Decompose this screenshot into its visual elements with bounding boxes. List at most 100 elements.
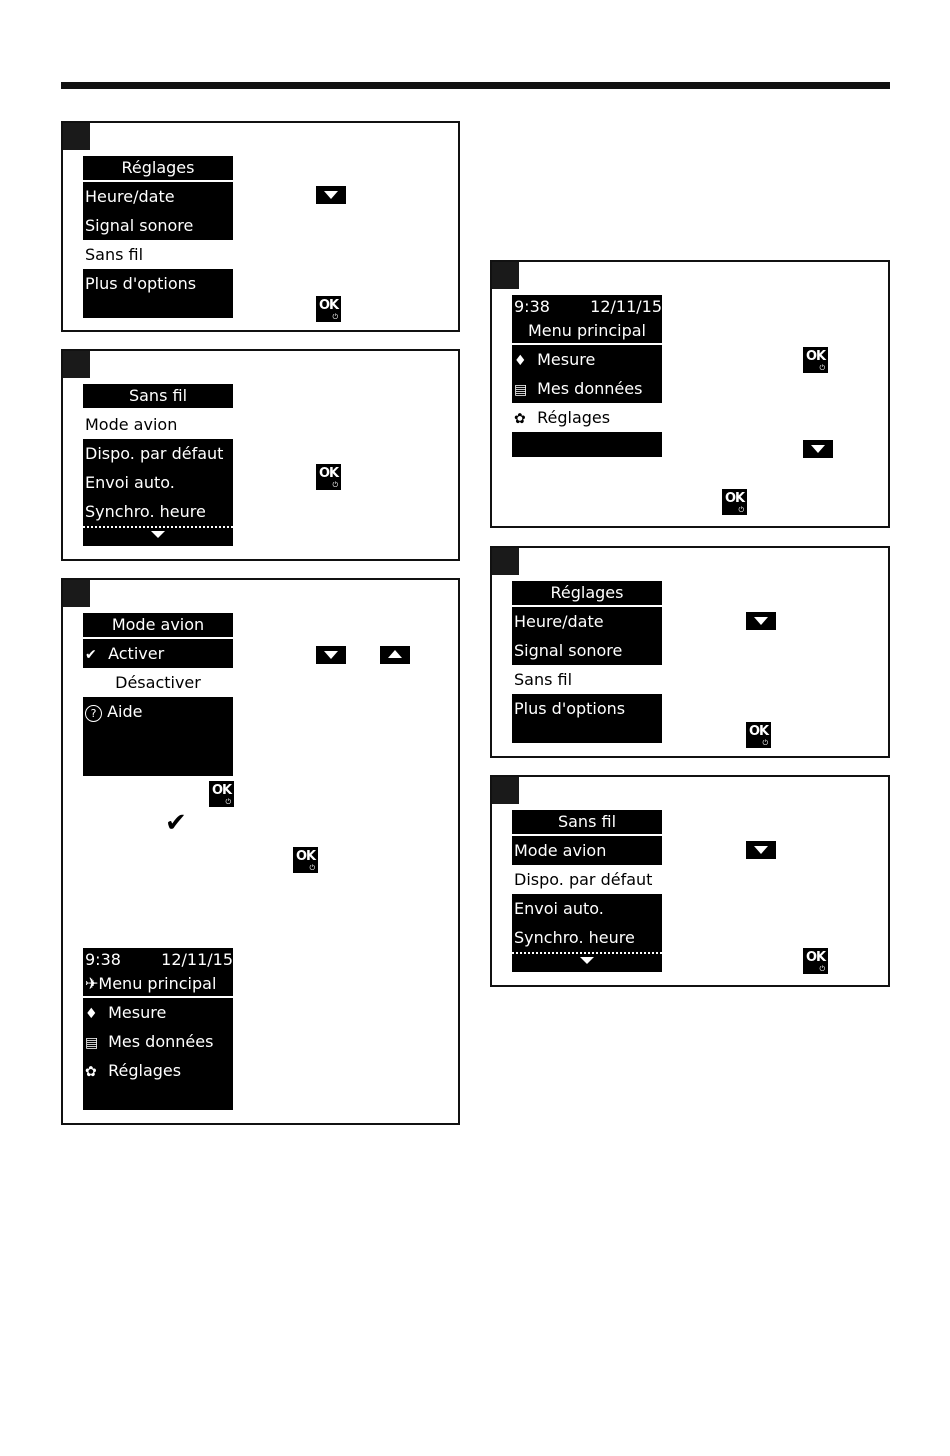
device-screen-airplane-mode: Mode avion ✔ Activer Désactiver ? Aide — [83, 613, 233, 776]
ok-button-icon: OK⏻ — [803, 347, 828, 373]
down-arrow-button-icon — [803, 440, 833, 458]
step-panel-wireless-right: Sans fil Mode avion Dispo. par défaut En… — [490, 775, 890, 987]
clock-date: 12/11/15 — [161, 950, 233, 969]
menu-item-auto-send: Envoi auto. — [514, 899, 604, 918]
ok-button-icon: OK⏻ — [316, 464, 341, 490]
more-items-indicator — [512, 952, 662, 970]
option-activate-label: Activer — [108, 644, 165, 663]
clock-time: 9:38 — [514, 297, 550, 316]
header-rule — [61, 82, 890, 89]
menu-item-wireless-selected: Sans fil — [83, 240, 233, 269]
ok-label: OK — [211, 783, 232, 798]
ok-button-icon: OK⏻ — [746, 722, 771, 748]
option-help: ? Aide — [83, 697, 233, 726]
ok-label: OK — [295, 849, 316, 864]
option-activate: ✔ Activer — [83, 639, 233, 668]
screen-title-text: Menu principal — [98, 974, 217, 993]
step-panel-main-menu: 9:38 12/11/15 Menu principal ♦ Mesure ▤ M… — [490, 260, 890, 528]
option-help-label: Aide — [107, 702, 143, 721]
power-icon: ⏻ — [309, 864, 315, 872]
step-number-tab — [63, 123, 90, 150]
down-arrow-button-icon — [746, 841, 776, 859]
menu-item-label: Mesure — [537, 350, 596, 369]
down-arrow-button-icon — [746, 612, 776, 630]
menu-item-time-sync: Synchro. heure — [514, 928, 635, 947]
device-screen-settings: Réglages Heure/date Signal sonore Sans f… — [83, 156, 233, 318]
menu-item-my-data: ▤ Mes données — [512, 374, 662, 403]
status-bar: 9:38 12/11/15 — [512, 295, 662, 319]
menu-item-measure: ♦ Mesure — [83, 998, 233, 1027]
data-log-icon: ▤ — [85, 1035, 99, 1051]
blood-drop-icon: ♦ — [85, 1006, 98, 1022]
menu-item-more-options: Plus d'options — [514, 699, 626, 718]
step-panel-airplane-mode: Mode avion ✔ Activer Désactiver ? Aide O… — [61, 578, 460, 1125]
power-icon: ⏻ — [819, 965, 825, 973]
menu-item-default-availability: Dispo. par défaut — [85, 444, 224, 463]
menu-item-settings: ✿ Réglages — [83, 1056, 233, 1085]
up-arrow-button-icon — [380, 646, 410, 664]
ok-label: OK — [318, 466, 339, 481]
menu-item-time-sync: Synchro. heure — [85, 502, 206, 521]
airplane-icon: ✈ — [85, 974, 99, 993]
step-number-tab — [63, 580, 90, 607]
help-icon: ? — [85, 705, 102, 722]
ok-button-icon: OK⏻ — [803, 948, 828, 974]
menu-item-default-availability-selected: Dispo. par défaut — [512, 865, 662, 894]
step-number-tab — [63, 351, 90, 378]
screen-title: Menu principal — [512, 319, 662, 345]
ok-label: OK — [805, 349, 826, 364]
menu-item-airplane: Mode avion — [514, 841, 607, 860]
step-panel-settings-right: Réglages Heure/date Signal sonore Sans f… — [490, 546, 890, 758]
menu-item-label: Mesure — [108, 1003, 167, 1022]
menu-item-auto-send: Envoi auto. — [85, 473, 175, 492]
status-bar: 9:38 12/11/15 — [83, 948, 233, 972]
ok-button-icon: OK⏻ — [293, 847, 318, 873]
ok-label: OK — [748, 724, 769, 739]
menu-item-more-options: Plus d'options — [85, 274, 197, 293]
step-number-tab — [492, 548, 519, 575]
power-icon: ⏻ — [762, 739, 768, 747]
down-arrow-button-icon — [316, 646, 346, 664]
ok-label: OK — [724, 491, 745, 506]
menu-item-label: Mes données — [108, 1032, 214, 1051]
ok-label: OK — [805, 950, 826, 965]
power-icon: ⏻ — [819, 364, 825, 372]
screen-title: Sans fil — [512, 810, 662, 836]
checkmark-icon: ✔ — [85, 647, 97, 663]
menu-item-settings-selected: ✿ Réglages — [512, 403, 662, 432]
menu-item-my-data: ▤ Mes données — [83, 1027, 233, 1056]
gear-icon: ✿ — [85, 1064, 97, 1080]
checkmark-icon: ✔ — [165, 808, 187, 838]
power-icon: ⏻ — [225, 798, 231, 806]
step-panel-wireless-left: Sans fil Mode avion Dispo. par défaut En… — [61, 349, 460, 561]
screen-title: Mode avion — [83, 613, 233, 639]
blood-drop-icon: ♦ — [514, 353, 527, 369]
power-icon: ⏻ — [738, 506, 744, 514]
more-items-indicator — [83, 526, 233, 544]
device-screen-main-menu: 9:38 12/11/15 Menu principal ♦ Mesure ▤ M… — [512, 295, 662, 457]
gear-icon: ✿ — [514, 411, 526, 427]
power-icon: ⏻ — [332, 481, 338, 489]
menu-item-sound: Signal sonore — [85, 216, 194, 235]
screen-title: Réglages — [512, 581, 662, 607]
device-screen-wireless: Sans fil Mode avion Dispo. par défaut En… — [83, 384, 233, 546]
menu-item-measure: ♦ Mesure — [512, 345, 662, 374]
ok-button-icon: OK⏻ — [316, 296, 341, 322]
menu-item-airplane-selected: Mode avion — [83, 410, 233, 439]
data-log-icon: ▤ — [514, 382, 528, 398]
ok-button-icon: OK⏻ — [722, 489, 747, 515]
step-number-tab — [492, 777, 519, 804]
option-deactivate-selected: Désactiver — [83, 668, 233, 697]
scroll-down-arrow-icon — [151, 531, 165, 538]
ok-button-icon: OK⏻ — [209, 781, 234, 807]
ok-label: OK — [318, 298, 339, 313]
clock-date: 12/11/15 — [590, 297, 662, 316]
step-number-tab — [492, 262, 519, 289]
power-icon: ⏻ — [332, 313, 338, 321]
scroll-down-arrow-icon — [580, 957, 594, 964]
clock-time: 9:38 — [85, 950, 121, 969]
device-screen-wireless: Sans fil Mode avion Dispo. par défaut En… — [512, 810, 662, 972]
down-arrow-button-icon — [316, 186, 346, 204]
screen-title: Sans fil — [83, 384, 233, 410]
step-panel-settings-left: Réglages Heure/date Signal sonore Sans f… — [61, 121, 460, 332]
